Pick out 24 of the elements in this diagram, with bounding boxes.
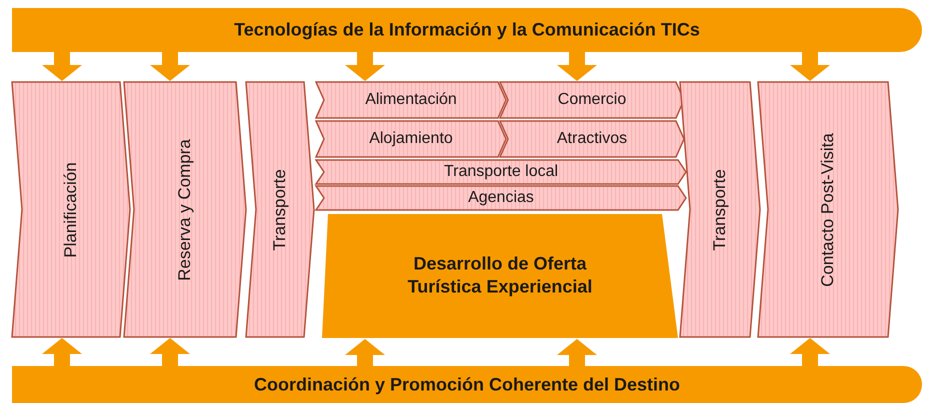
banner-title: Tecnologías de la Información y la Comunicación TICs xyxy=(234,20,700,40)
stage-label: Reserva y Compra xyxy=(175,138,195,280)
arrow xyxy=(557,339,597,366)
arrow xyxy=(790,338,830,366)
arrow xyxy=(150,52,190,81)
stage-label: Agencias xyxy=(468,189,534,207)
arrow xyxy=(790,52,830,81)
stage-label: Transporte xyxy=(710,168,730,250)
arrow xyxy=(42,338,82,366)
stage-label: Alojamiento xyxy=(369,130,453,148)
stage-label: Transporte xyxy=(270,168,290,250)
stage-label: Alimentación xyxy=(365,91,457,109)
arrow xyxy=(42,52,82,81)
stage-label: Atractivos xyxy=(556,130,628,148)
banner-title: Coordinación y Promoción Coherente del Destino xyxy=(254,374,680,395)
stage-label: Comercio xyxy=(558,91,626,109)
stage-label: Planificación xyxy=(61,162,81,258)
stage-label: Contacto Post-Visita xyxy=(818,132,838,286)
block-title: Desarrollo de Oferta Turística Experiencial xyxy=(406,252,594,299)
arrow xyxy=(345,52,385,81)
arrow xyxy=(345,339,385,366)
arrow xyxy=(557,52,597,81)
stage-label: Transporte local xyxy=(444,163,558,181)
arrow xyxy=(150,338,190,366)
